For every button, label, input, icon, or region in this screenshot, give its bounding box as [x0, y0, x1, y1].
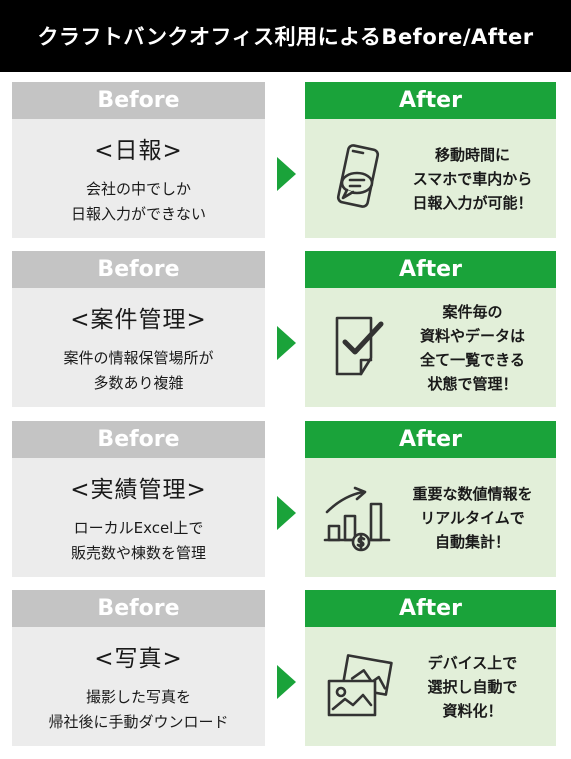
after-box: After デバイス上で 選択し自動で 資料化！: [305, 590, 556, 746]
after-description: 案件毎の 資料やデータは 全て一覧できる 状態で管理！: [419, 302, 525, 393]
before-heading: <日報>: [94, 137, 183, 164]
page-title: クラフトバンクオフィス利用によるBefore/After: [0, 0, 571, 72]
section-project-management: Before <案件管理> 案件の情報保管場所が 多数あり複雑 After 案件…: [0, 251, 571, 407]
after-box: After 重要な数値情報を リアルタイムで 自動集計！: [305, 421, 556, 577]
smartphone-chat-icon: [323, 143, 395, 215]
growth-chart-icon: [323, 482, 395, 554]
arrow-right-icon: [277, 157, 296, 191]
after-description: 移動時間に スマホで車内から 日報入力が可能！: [412, 145, 533, 212]
after-box: After 移動時間に スマホで車内から 日報入力が可能！: [305, 82, 556, 238]
after-header: After: [305, 82, 556, 119]
before-description: 撮影した写真を 帰社後に手動ダウンロード: [48, 687, 229, 731]
arrow-right-icon: [277, 665, 296, 699]
after-description: 重要な数値情報を リアルタイムで 自動集計！: [412, 484, 533, 551]
after-header: After: [305, 590, 556, 627]
before-description: ローカルExcel上で 販売数や棟数を管理: [70, 518, 206, 562]
after-header: After: [305, 421, 556, 458]
before-box: Before <案件管理> 案件の情報保管場所が 多数あり複雑: [12, 251, 265, 407]
before-box: Before <日報> 会社の中でしか 日報入力ができない: [12, 82, 265, 238]
before-header: Before: [12, 82, 265, 119]
before-heading: <実績管理>: [70, 476, 207, 503]
after-header: After: [305, 251, 556, 288]
section-performance-management: Before <実績管理> ローカルExcel上で 販売数や棟数を管理 Afte…: [0, 421, 571, 577]
section-daily-report: Before <日報> 会社の中でしか 日報入力ができない After 移動時間…: [0, 82, 571, 238]
arrow-right-icon: [277, 496, 296, 530]
before-heading: <案件管理>: [70, 306, 207, 333]
section-photos: Before <写真> 撮影した写真を 帰社後に手動ダウンロード After デ…: [0, 590, 571, 746]
after-box: After 案件毎の 資料やデータは 全て一覧できる 状態で管理！: [305, 251, 556, 407]
before-header: Before: [12, 590, 265, 627]
arrow-right-icon: [277, 326, 296, 360]
before-description: 会社の中でしか 日報入力ができない: [70, 179, 206, 223]
before-box: Before <実績管理> ローカルExcel上で 販売数や棟数を管理: [12, 421, 265, 577]
before-description: 案件の情報保管場所が 多数あり複雑: [63, 348, 214, 392]
after-description: デバイス上で 選択し自動で 資料化！: [427, 653, 518, 720]
before-header: Before: [12, 251, 265, 288]
before-header: Before: [12, 421, 265, 458]
before-heading: <写真>: [94, 645, 183, 672]
document-check-icon: [323, 312, 395, 384]
photos-icon: [323, 651, 395, 723]
before-box: Before <写真> 撮影した写真を 帰社後に手動ダウンロード: [12, 590, 265, 746]
